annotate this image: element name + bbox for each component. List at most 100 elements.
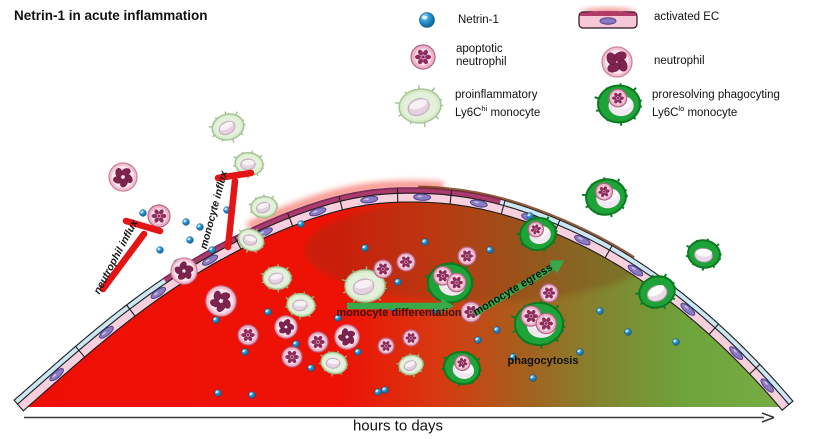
netrin-dot <box>292 340 300 348</box>
monocyte-differentiation-label: monocyte differentation <box>336 307 462 319</box>
proresolving-monocyte-icon <box>594 83 643 126</box>
ec-nucleus <box>49 368 64 382</box>
netrin-dot <box>596 307 604 315</box>
legend-item-proresolving-monocyte: proresolving phagocyting Ly6Clo monocyte <box>590 80 814 128</box>
netrin-dot <box>529 374 537 382</box>
cell-neutrophil <box>170 257 198 285</box>
cell-apoptotic <box>373 259 393 279</box>
phagocytosis-label: phagocytosis <box>507 355 579 367</box>
cell-phagocyting <box>424 261 475 306</box>
legend-label: monocyte <box>487 106 541 119</box>
legend-label: Ly6C <box>652 106 679 119</box>
netrin-dot <box>196 223 204 231</box>
netrin-dot <box>264 308 272 316</box>
netrin-dot <box>212 316 220 324</box>
netrin-dot <box>156 246 164 254</box>
cell-neutrophil <box>334 324 360 350</box>
netrin-dot <box>374 388 382 396</box>
neutrophil-icon <box>601 46 633 78</box>
legend-label: proresolving phagocyting <box>652 89 780 101</box>
activated-ec-icon <box>578 8 638 29</box>
ec-nucleus <box>309 207 327 217</box>
legend-label: Netrin-1 <box>458 14 499 26</box>
ec-nucleus <box>150 286 167 299</box>
ec-nucleus <box>360 195 379 204</box>
legend-label: Ly6C <box>455 106 482 119</box>
cell-monocyte <box>341 266 387 307</box>
netrin-dot <box>421 238 429 246</box>
netrin-dot <box>182 218 190 226</box>
netrin-dot <box>672 338 680 346</box>
netrin-dot <box>214 389 222 397</box>
cell-neutrophil <box>274 315 298 339</box>
netrin-dot <box>354 348 362 356</box>
netrin-dot <box>486 246 494 254</box>
ec-nucleus <box>201 254 219 266</box>
cell-monocyte <box>285 291 317 320</box>
netrin-dot <box>334 314 342 322</box>
cell-neutrophil <box>108 162 138 192</box>
cells <box>108 111 722 387</box>
cell-apoptotic <box>396 252 416 272</box>
cell-apoptotic <box>237 324 259 346</box>
cell-phagocyting <box>516 216 558 252</box>
legend-label: proinflammatory <box>455 89 538 101</box>
cell-neutrophil <box>205 285 237 317</box>
activation-glow <box>246 180 444 231</box>
monocyte-differentiation-arrow <box>347 298 454 314</box>
cell-apoptotic <box>457 246 477 266</box>
netrin-dot <box>208 246 216 254</box>
netrin-dot <box>394 278 402 286</box>
legend-label: activated EC <box>654 11 720 23</box>
legend-label: apoptotic <box>456 43 503 55</box>
cell-monocyte <box>236 227 266 254</box>
ec-nucleus <box>574 235 591 246</box>
ec-nucleus <box>729 346 744 361</box>
ec-nucleus <box>760 378 774 393</box>
netrin-dot <box>297 220 305 228</box>
cell-monocyte <box>233 150 265 179</box>
netrin-dot <box>576 348 584 356</box>
netrin-dot <box>361 244 369 252</box>
cell-apoptotic <box>147 204 171 228</box>
cell-monocyte <box>260 264 293 293</box>
cell-phagocyting <box>441 350 482 387</box>
cell-apoptotic <box>402 329 420 347</box>
monocyte-egress-arrow <box>472 260 565 317</box>
cell-monocyte <box>396 353 425 378</box>
netrin-icon <box>419 12 435 28</box>
cell-apoptotic <box>307 331 329 353</box>
legend-label: neutrophil <box>456 56 507 68</box>
netrin-dot <box>186 236 194 244</box>
legend-superscript: hi <box>481 104 488 113</box>
netrin-dot <box>624 328 632 336</box>
legend-item-activated-ec: activated EC <box>576 4 814 32</box>
proinflammatory-monocyte-icon <box>394 85 444 128</box>
figure-title: Netrin-1 in acute inflammation <box>14 8 208 23</box>
netrin-dot <box>474 336 482 344</box>
timeline-arrow <box>24 412 775 423</box>
legend-item-neutrophil: neutrophil <box>598 44 814 80</box>
netrin-dot <box>493 326 501 334</box>
legend-label: monocyte <box>684 106 738 119</box>
netrin-dot <box>139 209 147 217</box>
netrin-dot <box>241 348 249 356</box>
cell-apoptotic <box>539 283 559 303</box>
monocyte-influx-inhibitor <box>214 169 255 251</box>
ec-nucleus <box>627 264 644 277</box>
neutrophil-influx-inhibitor <box>99 217 164 293</box>
netrin-dot <box>248 391 256 399</box>
cell-monocyte <box>319 350 349 377</box>
ec-nucleus <box>99 325 114 339</box>
netrin-dot <box>509 353 517 361</box>
netrin-dot <box>307 364 315 372</box>
timeline-label: hours to days <box>352 417 444 435</box>
cell-phagocyting <box>510 300 566 349</box>
netrin-dot <box>381 386 389 394</box>
cell-monocyte_res <box>635 273 677 310</box>
cell-monocyte_res <box>685 238 722 271</box>
legend-label: neutrophil <box>654 55 705 67</box>
legend-item-proinflammatory-monocyte: proinflammatory Ly6Chi monocyte <box>393 82 633 130</box>
